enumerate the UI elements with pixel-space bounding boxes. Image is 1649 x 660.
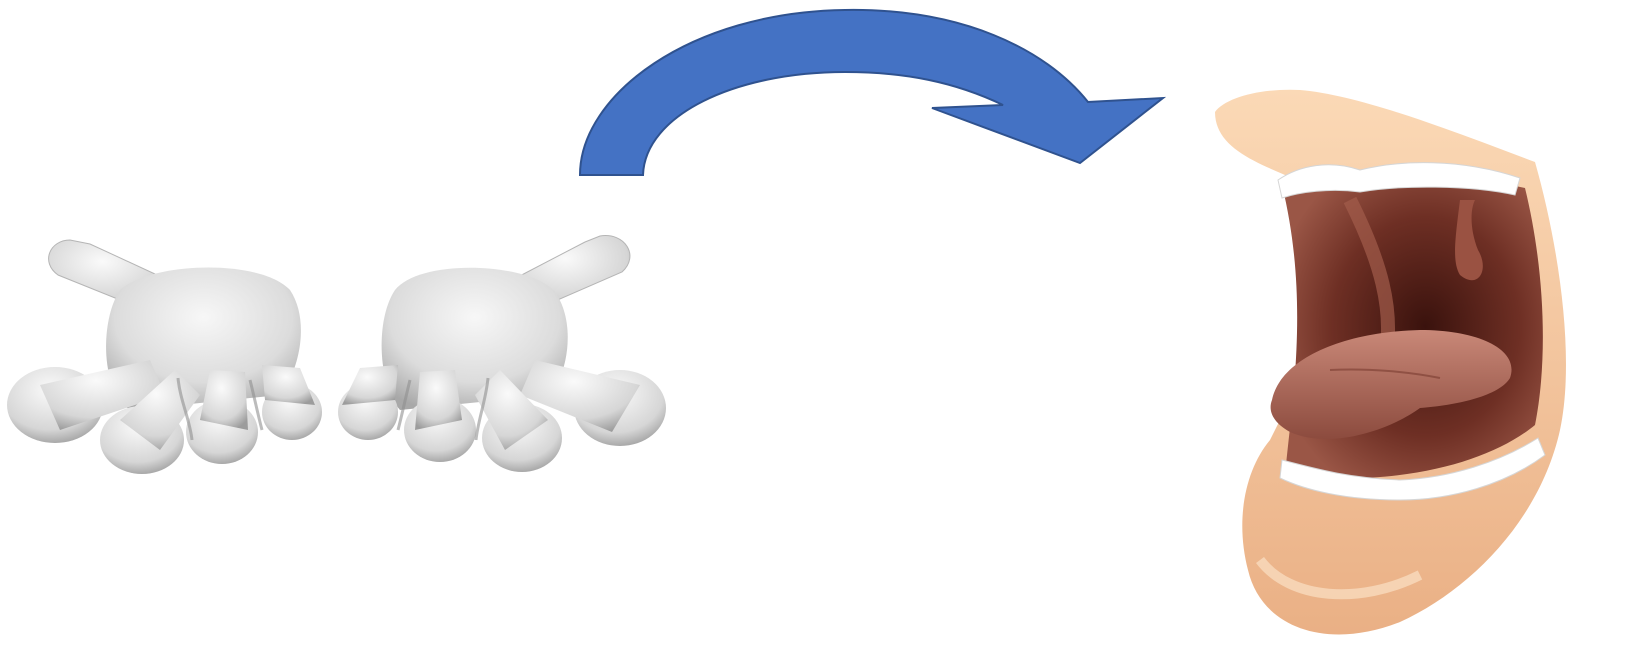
curved-arrow-icon bbox=[580, 10, 1163, 175]
left-hand-icon bbox=[7, 240, 322, 474]
right-hand-icon bbox=[338, 236, 666, 472]
open-mouth-icon bbox=[1215, 90, 1566, 635]
open-hands-icon bbox=[7, 236, 666, 474]
